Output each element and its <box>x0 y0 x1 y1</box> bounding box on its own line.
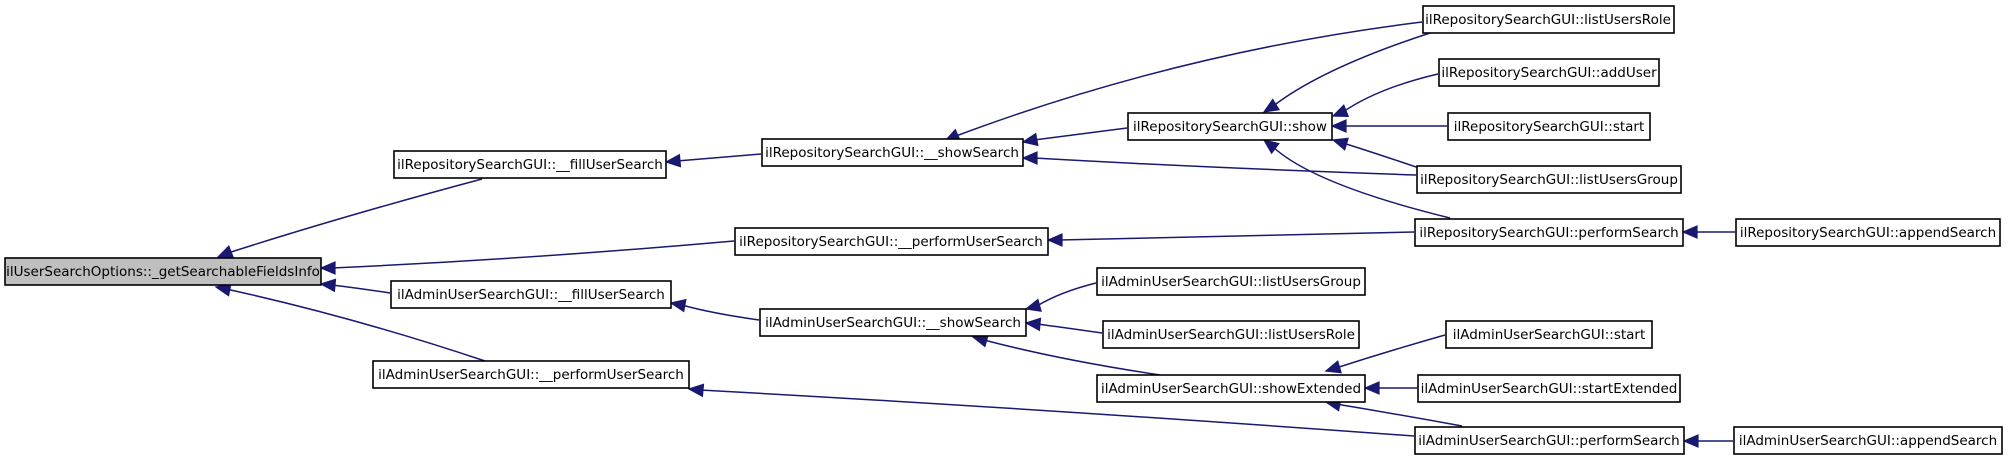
node-focus[interactable]: ilUserSearchOptions::_getSearchableField… <box>4 257 322 286</box>
node-admin-fill-user-search-label: ilAdminUserSearchGUI::__fillUserSearch <box>397 287 665 303</box>
edge-repo-list-users-role-to-repo-show <box>1262 31 1434 113</box>
node-repo-start[interactable]: ilRepositorySearchGUI::start <box>1447 112 1651 141</box>
edge-repo-perform-private-to-focus <box>319 240 735 275</box>
node-repo-show-label: ilRepositorySearchGUI::show <box>1133 119 1327 135</box>
node-repo-list-users-role[interactable]: ilRepositorySearchGUI::listUsersRole <box>1422 5 1675 34</box>
edge-admin-append-search-to-admin-perform-search <box>1682 434 1733 448</box>
node-admin-perform-search-label: ilAdminUserSearchGUI::performSearch <box>1418 433 1679 449</box>
edge-admin-fill-to-focus <box>319 278 391 294</box>
node-repo-perform-search-label: ilRepositorySearchGUI::performSearch <box>1419 225 1678 241</box>
edge-repo-list-users-group-to-repo-show-search <box>1021 151 1417 176</box>
node-repo-list-users-role-label: ilRepositorySearchGUI::listUsersRole <box>1425 12 1671 28</box>
node-admin-perform-user-search-private-label: ilAdminUserSearchGUI::__performUserSearc… <box>378 367 684 383</box>
node-admin-list-users-role-label: ilAdminUserSearchGUI::listUsersRole <box>1107 327 1355 343</box>
node-focus-label: ilUserSearchOptions::_getSearchableField… <box>6 264 320 280</box>
node-admin-start[interactable]: ilAdminUserSearchGUI::start <box>1445 320 1653 349</box>
node-repo-fill-user-search[interactable]: ilRepositorySearchGUI::__fillUserSearch <box>393 150 667 179</box>
node-repo-perform-user-search-private-label: ilRepositorySearchGUI::__performUserSear… <box>739 234 1043 250</box>
node-admin-start-extended[interactable]: ilAdminUserSearchGUI::startExtended <box>1417 374 1681 403</box>
edge-repo-perform-search-to-repo-perform-private <box>1046 231 1415 247</box>
node-admin-list-users-role[interactable]: ilAdminUserSearchGUI::listUsersRole <box>1102 320 1360 349</box>
node-repo-perform-search[interactable]: ilRepositorySearchGUI::performSearch <box>1414 218 1684 247</box>
edge-admin-show-search-to-admin-fill <box>669 298 760 321</box>
edge-repo-show-to-repo-show-search <box>1021 127 1128 147</box>
node-admin-start-extended-label: ilAdminUserSearchGUI::startExtended <box>1421 381 1678 397</box>
node-admin-show-search[interactable]: ilAdminUserSearchGUI::__showSearch <box>759 308 1027 337</box>
node-admin-list-users-group-label: ilAdminUserSearchGUI::listUsersGroup <box>1101 274 1361 290</box>
node-admin-fill-user-search[interactable]: ilAdminUserSearchGUI::__fillUserSearch <box>390 280 672 309</box>
edge-repo-show-search-to-repo-fill <box>664 153 762 168</box>
node-repo-perform-user-search-private[interactable]: ilRepositorySearchGUI::__performUserSear… <box>734 227 1049 256</box>
edge-admin-start-extended-to-admin-show-extended <box>1363 381 1418 395</box>
node-repo-add-user-label: ilRepositorySearchGUI::addUser <box>1441 65 1657 81</box>
node-repo-append-search-label: ilRepositorySearchGUI::appendSearch <box>1740 225 1996 241</box>
node-repo-show-search[interactable]: ilRepositorySearchGUI::__showSearch <box>761 138 1024 167</box>
node-repo-fill-user-search-label: ilRepositorySearchGUI::__fillUserSearch <box>397 157 663 173</box>
edge-admin-show-extended-to-admin-show-search <box>971 334 1161 376</box>
node-admin-start-label: ilAdminUserSearchGUI::start <box>1453 327 1646 343</box>
node-admin-perform-search[interactable]: ilAdminUserSearchGUI::performSearch <box>1414 426 1685 455</box>
edge-admin-start-to-admin-show-extended <box>1324 334 1446 374</box>
edge-repo-add-user-to-repo-show <box>1331 73 1439 117</box>
node-repo-list-users-group-label: ilRepositorySearchGUI::listUsersGroup <box>1420 172 1678 188</box>
edge-admin-list-users-group-to-admin-show-search <box>1024 282 1097 312</box>
node-admin-list-users-group[interactable]: ilAdminUserSearchGUI::listUsersGroup <box>1096 267 1366 296</box>
edge-repo-start-to-repo-show <box>1330 119 1447 133</box>
node-admin-perform-user-search-private[interactable]: ilAdminUserSearchGUI::__performUserSearc… <box>372 360 690 389</box>
graph-edges <box>214 21 1736 448</box>
node-repo-list-users-group[interactable]: ilRepositorySearchGUI::listUsersGroup <box>1416 165 1682 194</box>
node-repo-show-search-label: ilRepositorySearchGUI::__showSearch <box>765 145 1019 161</box>
node-admin-append-search[interactable]: ilAdminUserSearchGUI::appendSearch <box>1733 426 2003 455</box>
node-repo-add-user[interactable]: ilRepositorySearchGUI::addUser <box>1438 58 1660 87</box>
edge-admin-perform-search-to-admin-perform-private <box>687 383 1415 437</box>
node-admin-show-extended[interactable]: ilAdminUserSearchGUI::showExtended <box>1096 374 1366 403</box>
edge-repo-append-search-to-repo-perform-search <box>1681 225 1736 239</box>
edge-admin-list-users-role-to-admin-show-search <box>1024 317 1103 334</box>
node-repo-append-search[interactable]: ilRepositorySearchGUI::appendSearch <box>1735 218 2001 247</box>
edge-repo-fill-to-focus <box>216 178 483 258</box>
node-repo-start-label: ilRepositorySearchGUI::start <box>1454 119 1645 135</box>
node-admin-append-search-label: ilAdminUserSearchGUI::appendSearch <box>1739 433 1997 449</box>
edge-repo-perform-search-to-repo-show <box>1262 139 1451 219</box>
node-repo-show[interactable]: ilRepositorySearchGUI::show <box>1127 112 1333 141</box>
node-admin-show-extended-label: ilAdminUserSearchGUI::showExtended <box>1101 381 1361 397</box>
node-admin-show-search-label: ilAdminUserSearchGUI::__showSearch <box>765 315 1021 331</box>
